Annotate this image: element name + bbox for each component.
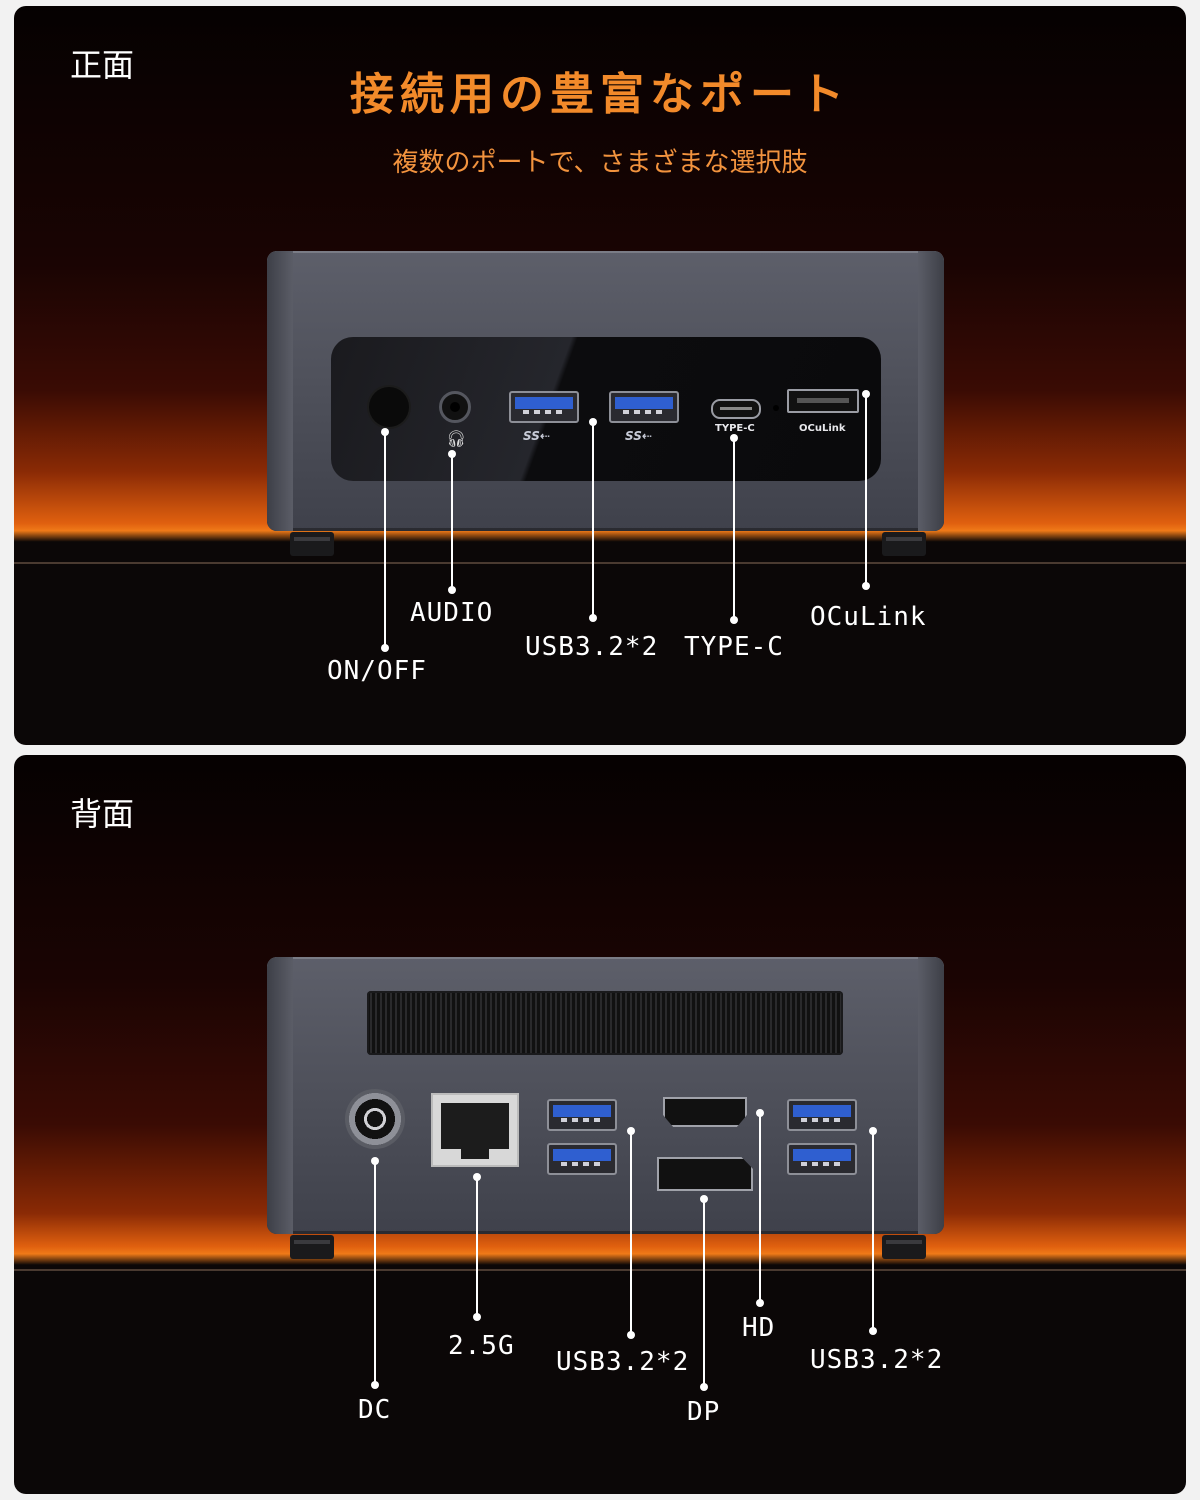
device-side-right	[918, 957, 944, 1234]
callout-dc: DC	[358, 1395, 392, 1425]
back-section-label: 背面	[70, 795, 135, 833]
superspeed-usb-icon: SS⇠	[523, 429, 550, 443]
device-side-left	[267, 251, 293, 531]
callout-usb-right: USB3.2*2	[810, 1345, 944, 1375]
callout-typec: TYPE-C	[684, 632, 784, 662]
leader-dot	[730, 616, 738, 624]
leader-line-usb-right	[872, 1133, 874, 1333]
usb-port-back-1	[547, 1099, 617, 1131]
mini-pc-front: 🎧︎ SS⇠ SS⇠ TYPE-C OCuLink	[267, 251, 944, 531]
leader-line-hd	[759, 1115, 761, 1303]
leader-dot	[473, 1313, 481, 1321]
leader-dot	[730, 434, 738, 442]
page-subtitle: 複数のポートで、さまざまな選択肢	[392, 148, 808, 178]
device-foot	[882, 1235, 926, 1259]
power-button[interactable]	[369, 387, 409, 427]
callout-usb-left: USB3.2*2	[556, 1347, 690, 1377]
displayport-port	[657, 1157, 753, 1191]
leader-line-dc	[374, 1163, 376, 1387]
leader-dot	[756, 1299, 764, 1307]
leader-dot	[448, 586, 456, 594]
leader-dot	[371, 1381, 379, 1389]
callout-dp: DP	[687, 1397, 721, 1427]
leader-line-on-off	[384, 434, 386, 649]
floor-line	[14, 562, 1186, 564]
leader-line-typec	[733, 440, 735, 620]
leader-line-usb	[592, 424, 594, 619]
device-foot	[882, 532, 926, 556]
ethernet-port	[431, 1093, 519, 1167]
device-foot	[290, 1235, 334, 1259]
device-foot	[290, 532, 334, 556]
leader-dot	[381, 428, 389, 436]
superspeed-usb-icon: SS⇠	[625, 429, 652, 443]
usb-port-2	[609, 391, 679, 423]
callout-lan: 2.5G	[448, 1331, 515, 1361]
leader-dot	[862, 582, 870, 590]
leader-dot	[381, 644, 389, 652]
leader-dot	[371, 1157, 379, 1165]
usb-port-back-2	[547, 1143, 617, 1175]
leader-line-oculink	[865, 396, 867, 586]
status-led	[773, 405, 779, 411]
leader-dot	[756, 1109, 764, 1117]
leader-dot	[473, 1173, 481, 1181]
usb-port-1	[509, 391, 579, 423]
oculink-port-label: OCuLink	[799, 423, 846, 434]
audio-jack	[439, 391, 471, 423]
oculink-port	[787, 389, 859, 413]
mini-pc-back	[267, 957, 944, 1234]
callout-hd: HD	[742, 1313, 776, 1343]
callout-usb: USB3.2*2	[525, 632, 659, 662]
leader-line-audio	[451, 456, 453, 591]
typec-port-label: TYPE-C	[715, 423, 755, 434]
device-side-left	[267, 957, 293, 1234]
cooling-vent	[367, 991, 843, 1055]
hdmi-port	[663, 1097, 747, 1127]
leader-line-dp	[703, 1201, 705, 1387]
leader-dot	[589, 418, 597, 426]
leader-dot	[869, 1327, 877, 1335]
usb-port-back-4	[787, 1143, 857, 1175]
usb-port-back-3	[787, 1099, 857, 1131]
page-title: 接続用の豊富なポート	[350, 69, 850, 120]
leader-line-usb-left	[630, 1133, 632, 1335]
callout-oculink: OCuLink	[810, 602, 927, 632]
leader-dot	[869, 1127, 877, 1135]
back-view-panel: 背面 DC 2.5G USB3.2*2 DP HD USB3.2*2	[14, 755, 1186, 1494]
floor-line	[14, 1269, 1186, 1271]
leader-dot	[627, 1331, 635, 1339]
callout-on-off: ON/OFF	[327, 656, 427, 686]
leader-dot	[700, 1383, 708, 1391]
leader-dot	[700, 1195, 708, 1203]
front-view-panel: 正面 接続用の豊富なポート 複数のポートで、さまざまな選択肢 🎧︎ SS⇠ SS…	[14, 6, 1186, 745]
front-section-label: 正面	[70, 46, 135, 84]
leader-dot	[448, 450, 456, 458]
leader-dot	[589, 614, 597, 622]
headphone-icon: 🎧︎	[446, 429, 467, 448]
dc-power-jack	[345, 1089, 405, 1149]
callout-audio: AUDIO	[410, 598, 494, 628]
leader-dot	[627, 1127, 635, 1135]
leader-dot	[862, 390, 870, 398]
leader-line-lan	[476, 1179, 478, 1319]
typec-port	[711, 399, 761, 419]
front-port-panel: 🎧︎ SS⇠ SS⇠ TYPE-C OCuLink	[331, 337, 881, 481]
device-side-right	[918, 251, 944, 531]
